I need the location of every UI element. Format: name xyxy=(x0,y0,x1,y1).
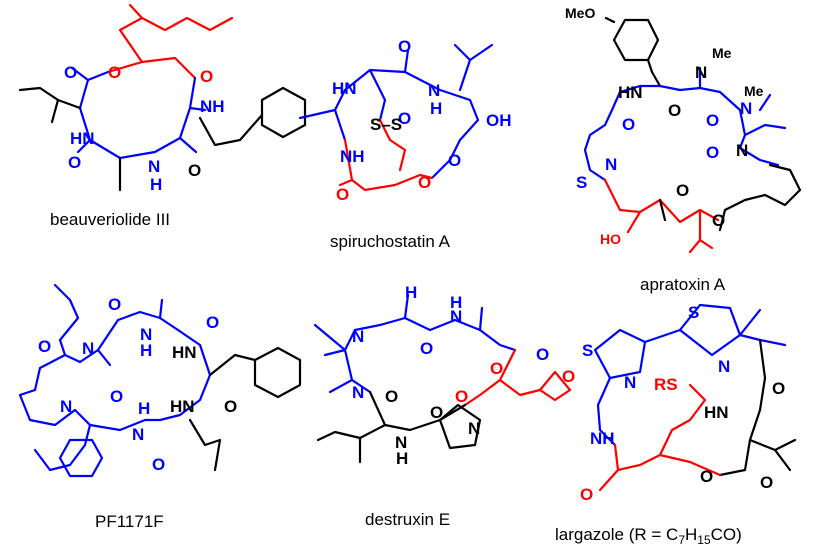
destruxin-o-epoxide: O xyxy=(562,367,575,386)
pf1171f-o-4: O xyxy=(224,397,237,416)
largazole-n-2: N xyxy=(718,357,730,376)
destruxin-h-1: H xyxy=(405,283,417,302)
pf1171f-n-1: N xyxy=(82,339,94,358)
destruxin-o-4: O xyxy=(385,387,398,406)
beauveriolide-n: N xyxy=(148,157,160,176)
caption-destruxin: destruxin E xyxy=(365,510,450,529)
apratoxin-meo: MeO xyxy=(565,5,595,21)
destruxin-h-3: H xyxy=(396,449,408,468)
caption-largazole: largazole (R = C7H15CO) xyxy=(555,525,742,546)
spiruchostatin-nh: NH xyxy=(340,147,365,166)
pf1171f-n-3: N xyxy=(132,425,144,444)
destruxin-n-2: N xyxy=(450,307,462,326)
pf1171f-o-2: O xyxy=(108,295,121,314)
spiruchostatin-o-3: O xyxy=(448,151,461,170)
caption-largazole-sub1: 7 xyxy=(678,533,685,546)
beauveriolide-o-carbonyl: O xyxy=(200,67,213,86)
largazole-o-4: O xyxy=(760,473,773,492)
apratoxin-n-2: N xyxy=(740,99,752,118)
largazole-o-1: O xyxy=(772,379,785,398)
apratoxin-me-2: Me xyxy=(744,83,764,99)
destruxin-o-1: O xyxy=(420,339,433,358)
apratoxin-n-1: N xyxy=(695,63,707,82)
destruxin-n-3: N xyxy=(352,383,364,402)
caption-largazole-sub2: 15 xyxy=(697,533,711,546)
destruxin-o-5: O xyxy=(455,387,468,406)
destruxin-n-1: N xyxy=(352,327,364,346)
pf1171f-o-5: O xyxy=(110,387,123,406)
largazole-o-2: O xyxy=(580,485,593,504)
largazole-s-1: S xyxy=(582,341,593,360)
caption-largazole-prefix: largazole (R = C xyxy=(555,525,678,544)
spiruchostatin-o-2: O xyxy=(398,109,411,128)
beauveriolide-o-1: O xyxy=(64,63,77,82)
largazole-o-3: O xyxy=(700,467,713,486)
pf1171f-o-1: O xyxy=(38,337,51,356)
spiruchostatin-o-5: O xyxy=(418,173,431,192)
structure-pf1171f: O N O N H O HN N HN O O H N O PF1171F xyxy=(18,283,302,531)
destruxin-o-6: O xyxy=(430,403,443,422)
apratoxin-n-3: N xyxy=(736,141,748,160)
destruxin-n-5: N xyxy=(468,419,480,438)
beauveriolide-nh-1: NH xyxy=(200,97,225,116)
structure-largazole: S N S N RS O HN NH O O O largazole (R = … xyxy=(555,303,797,546)
caption-largazole-suffix: CO) xyxy=(711,525,742,544)
pf1171f-n-2: N xyxy=(60,397,72,416)
spiruchostatin-h: H xyxy=(430,99,442,118)
apratoxin-me-1: Me xyxy=(712,45,732,61)
caption-largazole-mid: H xyxy=(685,525,697,544)
apratoxin-hn: HN xyxy=(618,83,643,102)
apratoxin-s: S xyxy=(576,173,587,192)
beauveriolide-o-2: O xyxy=(68,153,81,172)
apratoxin-o-2: O xyxy=(706,111,719,130)
structure-spiruchostatin-a: O HN N H OH O S–S NH O O O spiruchostati… xyxy=(298,37,512,251)
pf1171f-o-3: O xyxy=(206,313,219,332)
beauveriolide-h: H xyxy=(150,175,162,194)
caption-spiruchostatin: spiruchostatin A xyxy=(330,232,451,251)
largazole-hn: HN xyxy=(704,403,729,422)
pf1171f-h-2: H xyxy=(138,399,150,418)
spiruchostatin-oh: OH xyxy=(486,111,512,130)
structure-apratoxin-a: MeO HN N Me O N Me O O O N N S O O HO ap… xyxy=(565,5,802,294)
beauveriolide-hn: HN xyxy=(70,129,95,148)
pf1171f-hn-2: HN xyxy=(170,397,195,416)
largazole-nh: NH xyxy=(590,429,615,448)
pf1171f-o-6: O xyxy=(152,455,165,474)
destruxin-h-2: H xyxy=(450,293,462,312)
spiruchostatin-n: N xyxy=(428,81,440,100)
pf1171f-h-1: H xyxy=(140,341,152,360)
destruxin-o-3: O xyxy=(490,359,503,378)
structure-beauveriolide-iii: O O O NH HN O N H O beauveriolide III xyxy=(18,3,307,229)
largazole-n-1: N xyxy=(624,373,636,392)
apratoxin-n-thiazoline: N xyxy=(605,155,617,174)
caption-beauveriolide: beauveriolide III xyxy=(50,210,170,229)
caption-pf1171f: PF1171F xyxy=(95,512,164,531)
largazole-s-2: S xyxy=(688,303,699,322)
apratoxin-o-1: O xyxy=(668,101,681,120)
spiruchostatin-o-4: O xyxy=(336,185,349,204)
apratoxin-ho: HO xyxy=(600,231,621,247)
largazole-rs: RS xyxy=(654,375,678,394)
beauveriolide-o-ester: O xyxy=(108,63,121,82)
structure-destruxin-e: H N N H O O O O N O O N H O N destruxin … xyxy=(313,283,575,529)
spiruchostatin-o-1: O xyxy=(398,37,411,56)
destruxin-o-2: O xyxy=(536,345,549,364)
destruxin-n-4: N xyxy=(395,433,407,452)
apratoxin-o-3: O xyxy=(622,115,635,134)
pf1171f-hn-1: HN xyxy=(172,343,197,362)
apratoxin-o-5: O xyxy=(676,181,689,200)
beauveriolide-o-3: O xyxy=(188,161,201,180)
spiruchostatin-hn: HN xyxy=(332,79,357,98)
spiruchostatin-ss: S–S xyxy=(370,115,402,134)
caption-apratoxin: apratoxin A xyxy=(640,275,726,294)
apratoxin-o-6: O xyxy=(712,211,725,230)
apratoxin-o-4: O xyxy=(706,143,719,162)
pf1171f-nh: N xyxy=(140,325,152,344)
